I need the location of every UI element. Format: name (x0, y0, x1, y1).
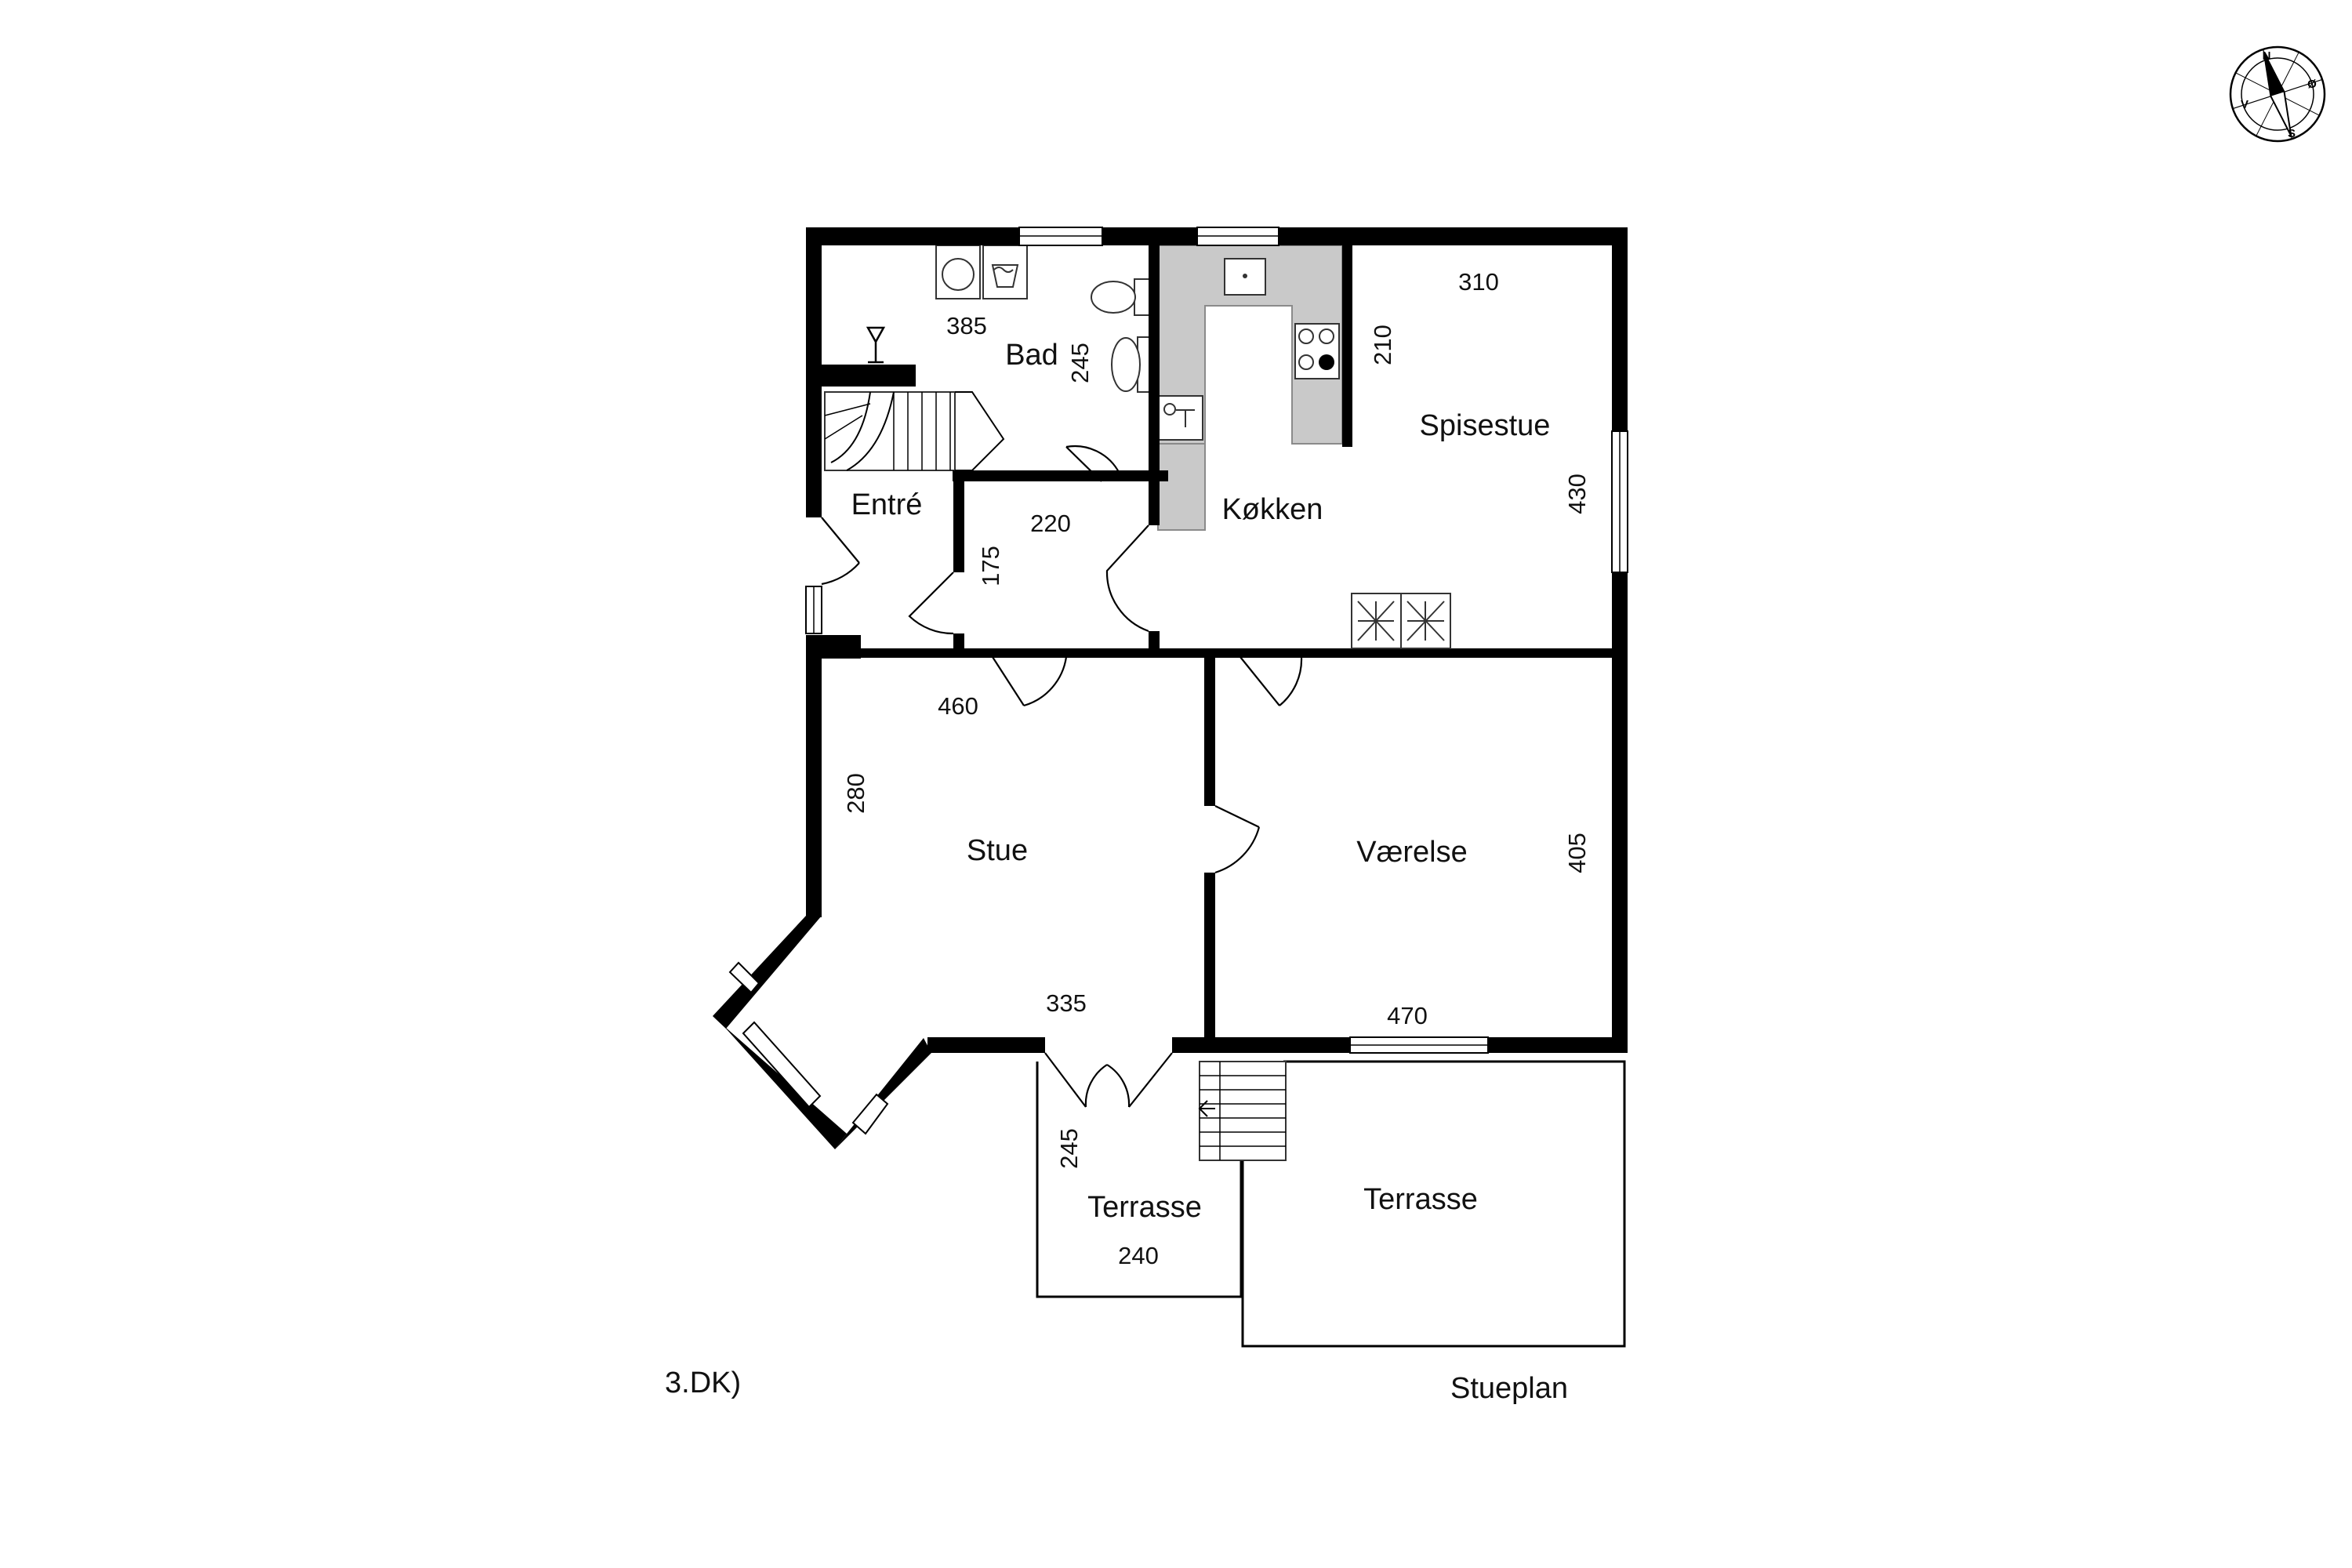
compass-rose: N S Ø V (2229, 45, 2326, 143)
dim-terrasse-small-width: 240 (1118, 1242, 1159, 1269)
dim-hall-depth: 175 (977, 546, 1004, 586)
door-hall-kitchen (1105, 524, 1149, 633)
dim-kitchen-depth: 210 (1369, 325, 1396, 365)
door-terrace-double (1044, 1052, 1173, 1108)
door-bad (1065, 445, 1120, 482)
dim-spisestue-width: 310 (1458, 268, 1499, 296)
toilet-icon (1091, 278, 1156, 316)
room-label-spisestue: Spisestue (1420, 409, 1551, 442)
terrace-large-outline (1241, 1060, 1626, 1348)
door-hall-entre (908, 572, 954, 635)
room-label-terrasse-small: Terrasse (1087, 1191, 1202, 1224)
compass-n-label: N (2263, 49, 2271, 63)
door-stue-hall (992, 656, 1068, 707)
door-swings (821, 445, 1303, 1108)
dim-terrasse-small-depth: 245 (1055, 1128, 1083, 1169)
room-label-vaerelse: Værelse (1356, 836, 1468, 869)
door-stue-vaerelse (1214, 805, 1261, 874)
room-label-stue: Stue (967, 834, 1028, 867)
dim-vaerelse-depth: 405 (1563, 833, 1591, 873)
entre-staircase (824, 391, 1005, 471)
walls (713, 227, 1628, 1149)
dim-hall-width: 220 (1030, 510, 1071, 537)
terrace-outlines (1036, 1060, 1626, 1348)
dim-vaerelse-width: 470 (1387, 1002, 1428, 1029)
terrace-small-outline (1036, 1062, 1243, 1298)
dim-stue-width-bottom: 335 (1046, 989, 1087, 1017)
room-labels: Bad Entré Køkken Spisestue Stue Værelse … (851, 339, 1551, 1224)
shower-icon (866, 326, 886, 364)
washbasin-icon (1158, 395, 1203, 441)
room-label-entre: Entré (851, 488, 923, 521)
door-vaerelse-kitchen (1240, 656, 1303, 706)
window-bay-bottom (742, 1021, 822, 1109)
dim-spisestue-depth: 430 (1563, 474, 1591, 514)
window-bay-left (728, 961, 760, 994)
dim-bad-width: 385 (946, 312, 987, 339)
dim-bad-depth: 245 (1066, 343, 1094, 383)
room-label-terrasse-large: Terrasse (1363, 1183, 1478, 1216)
compass-s-label: S (2288, 127, 2296, 140)
room-label-bad: Bad (1005, 339, 1058, 372)
caption-code: 3.DK) (665, 1367, 741, 1399)
compass-e-label: Ø (2307, 78, 2317, 91)
sink-bowl-icon (1111, 336, 1156, 393)
terrace-steps (1198, 1061, 1287, 1161)
compass-w-label: V (2241, 98, 2249, 111)
caption-floor-name: Stueplan (1450, 1372, 1568, 1405)
stair-arrow-icon (1198, 1100, 1215, 1117)
room-label-kokken: Køkken (1222, 493, 1323, 526)
dim-stue-depth: 280 (842, 773, 869, 814)
compass-needle-icon (2263, 52, 2292, 136)
dimension-labels: 385 245 220 175 310 210 430 460 280 335 … (842, 268, 1591, 1269)
dim-stue-width-top: 460 (938, 692, 978, 720)
windows (728, 227, 1628, 1135)
door-entre-exterior (821, 517, 860, 586)
stove-units (1351, 593, 1451, 649)
window-bay-right (851, 1093, 889, 1135)
kitchen-counters (1157, 245, 1343, 531)
